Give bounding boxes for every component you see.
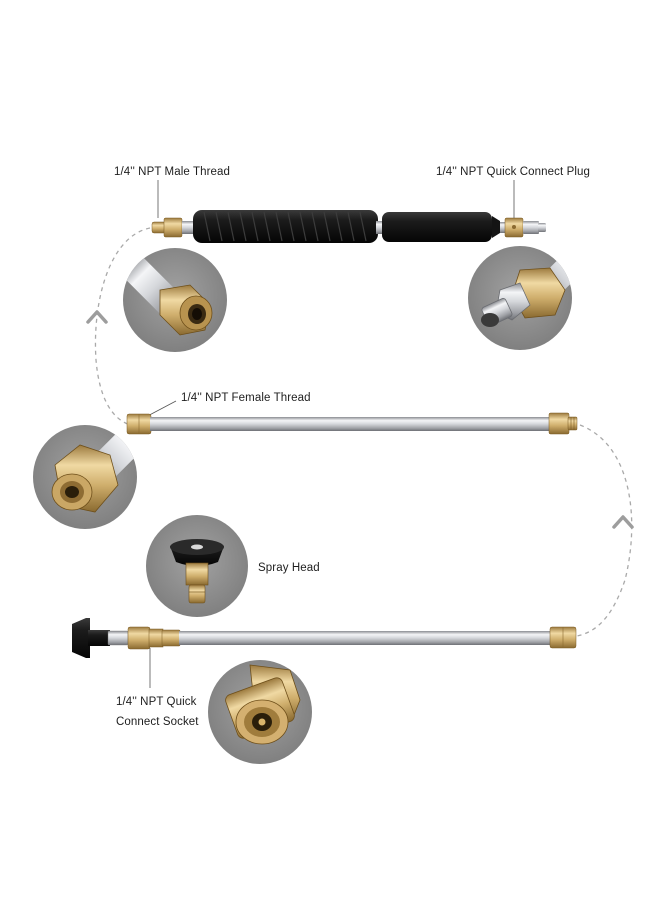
quick-connect-plug-label: 1/4'' NPT Quick Connect Plug <box>436 166 590 178</box>
connector-paths <box>94 227 633 637</box>
bottom-wand <box>72 618 577 658</box>
female-thread-label: 1/4'' NPT Female Thread <box>181 392 311 404</box>
foam-grip <box>193 210 378 243</box>
male-thread-end-fitting <box>548 412 578 435</box>
female-thread-detail-circle <box>33 425 137 529</box>
quick-connect-plug-fitting <box>504 217 546 238</box>
spray-head-detail-circle <box>146 515 248 617</box>
spray-nozzle <box>170 539 224 604</box>
quick-connect-plug-detail-circle <box>468 246 572 350</box>
quick-connect-socket-label-line2: Connect Socket <box>116 716 199 728</box>
male-thread-detail-circle <box>123 248 227 352</box>
right-dashed-path <box>576 424 633 637</box>
male-thread-fitting <box>151 217 183 238</box>
spray-head-label: Spray Head <box>258 562 320 574</box>
female-thread-fitting <box>126 413 152 435</box>
top-wand <box>151 210 546 243</box>
spray-tip <box>72 618 129 658</box>
left-dashed-path <box>94 227 151 426</box>
handle-grip <box>382 212 500 242</box>
bottom-female-thread-fitting <box>549 626 577 649</box>
quick-connect-socket-label-line1: 1/4'' NPT Quick <box>116 696 197 708</box>
quick-connect-socket-detail-circle <box>208 660 312 764</box>
extension-wand <box>126 412 578 435</box>
up-arrow-icon <box>612 515 634 529</box>
quick-connect-socket-fitting <box>127 626 181 650</box>
up-arrow-icon <box>86 310 108 324</box>
male-thread-label: 1/4'' NPT Male Thread <box>114 166 231 178</box>
